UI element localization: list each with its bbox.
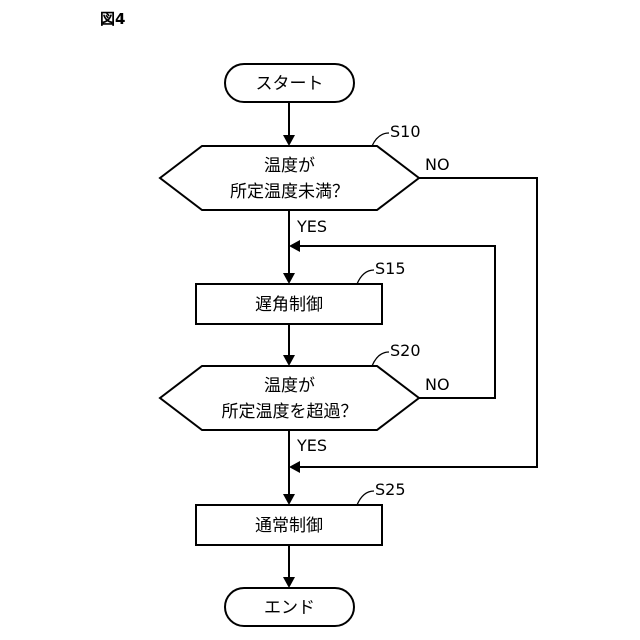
step-id-s10: S10 (390, 122, 421, 141)
s20-no-label: NO (425, 375, 450, 394)
s10-no-label: NO (425, 155, 450, 174)
s20-yes-label: YES (296, 436, 327, 455)
leader-s10 (372, 133, 389, 146)
process-s15-label: 遅角制御 (255, 295, 323, 315)
arrowhead-merge-s10-no (289, 461, 300, 473)
decision-s10-line2: 所定温度未満？ (230, 182, 349, 202)
decision-s20-line1: 温度が (264, 376, 315, 396)
arrowhead-s10 (283, 135, 295, 146)
arrowhead-end (283, 577, 295, 588)
leader-s15 (357, 270, 374, 284)
start-label: スタート (256, 74, 324, 94)
leader-s20 (372, 352, 389, 366)
step-id-s20: S20 (390, 341, 421, 360)
decision-s20-line2: 所定温度を超過？ (222, 402, 358, 422)
arrowhead-s20 (283, 355, 295, 366)
step-id-s25: S25 (375, 480, 406, 499)
leader-s25 (357, 491, 374, 505)
process-s25-label: 通常制御 (255, 516, 323, 536)
figure-label: 図4 (100, 10, 125, 28)
end-label: エンド (264, 598, 315, 618)
arrowhead-s25 (283, 494, 295, 505)
step-id-s15: S15 (375, 259, 406, 278)
decision-s10-line1: 温度が (264, 156, 315, 176)
arrowhead-s15 (283, 273, 295, 284)
arrowhead-loop-s20-no (289, 240, 300, 252)
s10-yes-label: YES (296, 217, 327, 236)
